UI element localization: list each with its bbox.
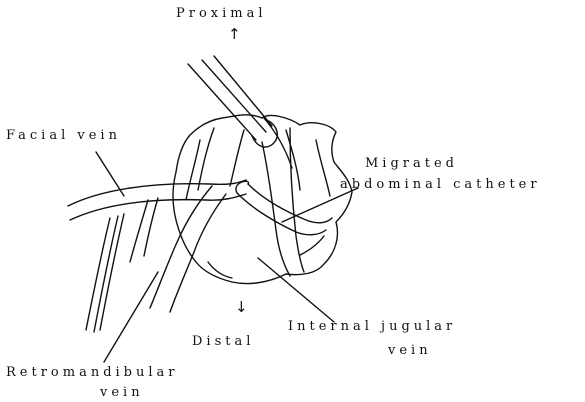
label-internal-jugular: Internal jugular [288, 319, 456, 334]
label-retromandibular: Retromandibular [6, 365, 179, 380]
retromandibular-vein [150, 186, 212, 308]
label-internal-jugular-vein: vein [388, 343, 432, 358]
leader-internal-jugular [258, 258, 334, 322]
label-proximal: Proximal [176, 6, 267, 21]
internal-jugular-vein [262, 142, 290, 276]
leader-retromandibular [104, 272, 158, 362]
migrated-catheter [238, 194, 326, 235]
tissue-texture [186, 128, 330, 278]
distal-arrow-icon: ↓ [235, 300, 248, 315]
forceps [188, 56, 272, 140]
proximal-arrow-icon: ↑ [228, 27, 241, 42]
label-abdominal-catheter: abdominal catheter [340, 177, 541, 192]
left-vessel [86, 214, 124, 332]
label-facial-vein: Facial vein [6, 128, 121, 143]
label-distal: Distal [192, 334, 254, 349]
label-migrated: Migrated [365, 156, 458, 171]
label-retromandibular-vein: vein [100, 385, 144, 400]
leader-facial-vein [96, 152, 124, 196]
